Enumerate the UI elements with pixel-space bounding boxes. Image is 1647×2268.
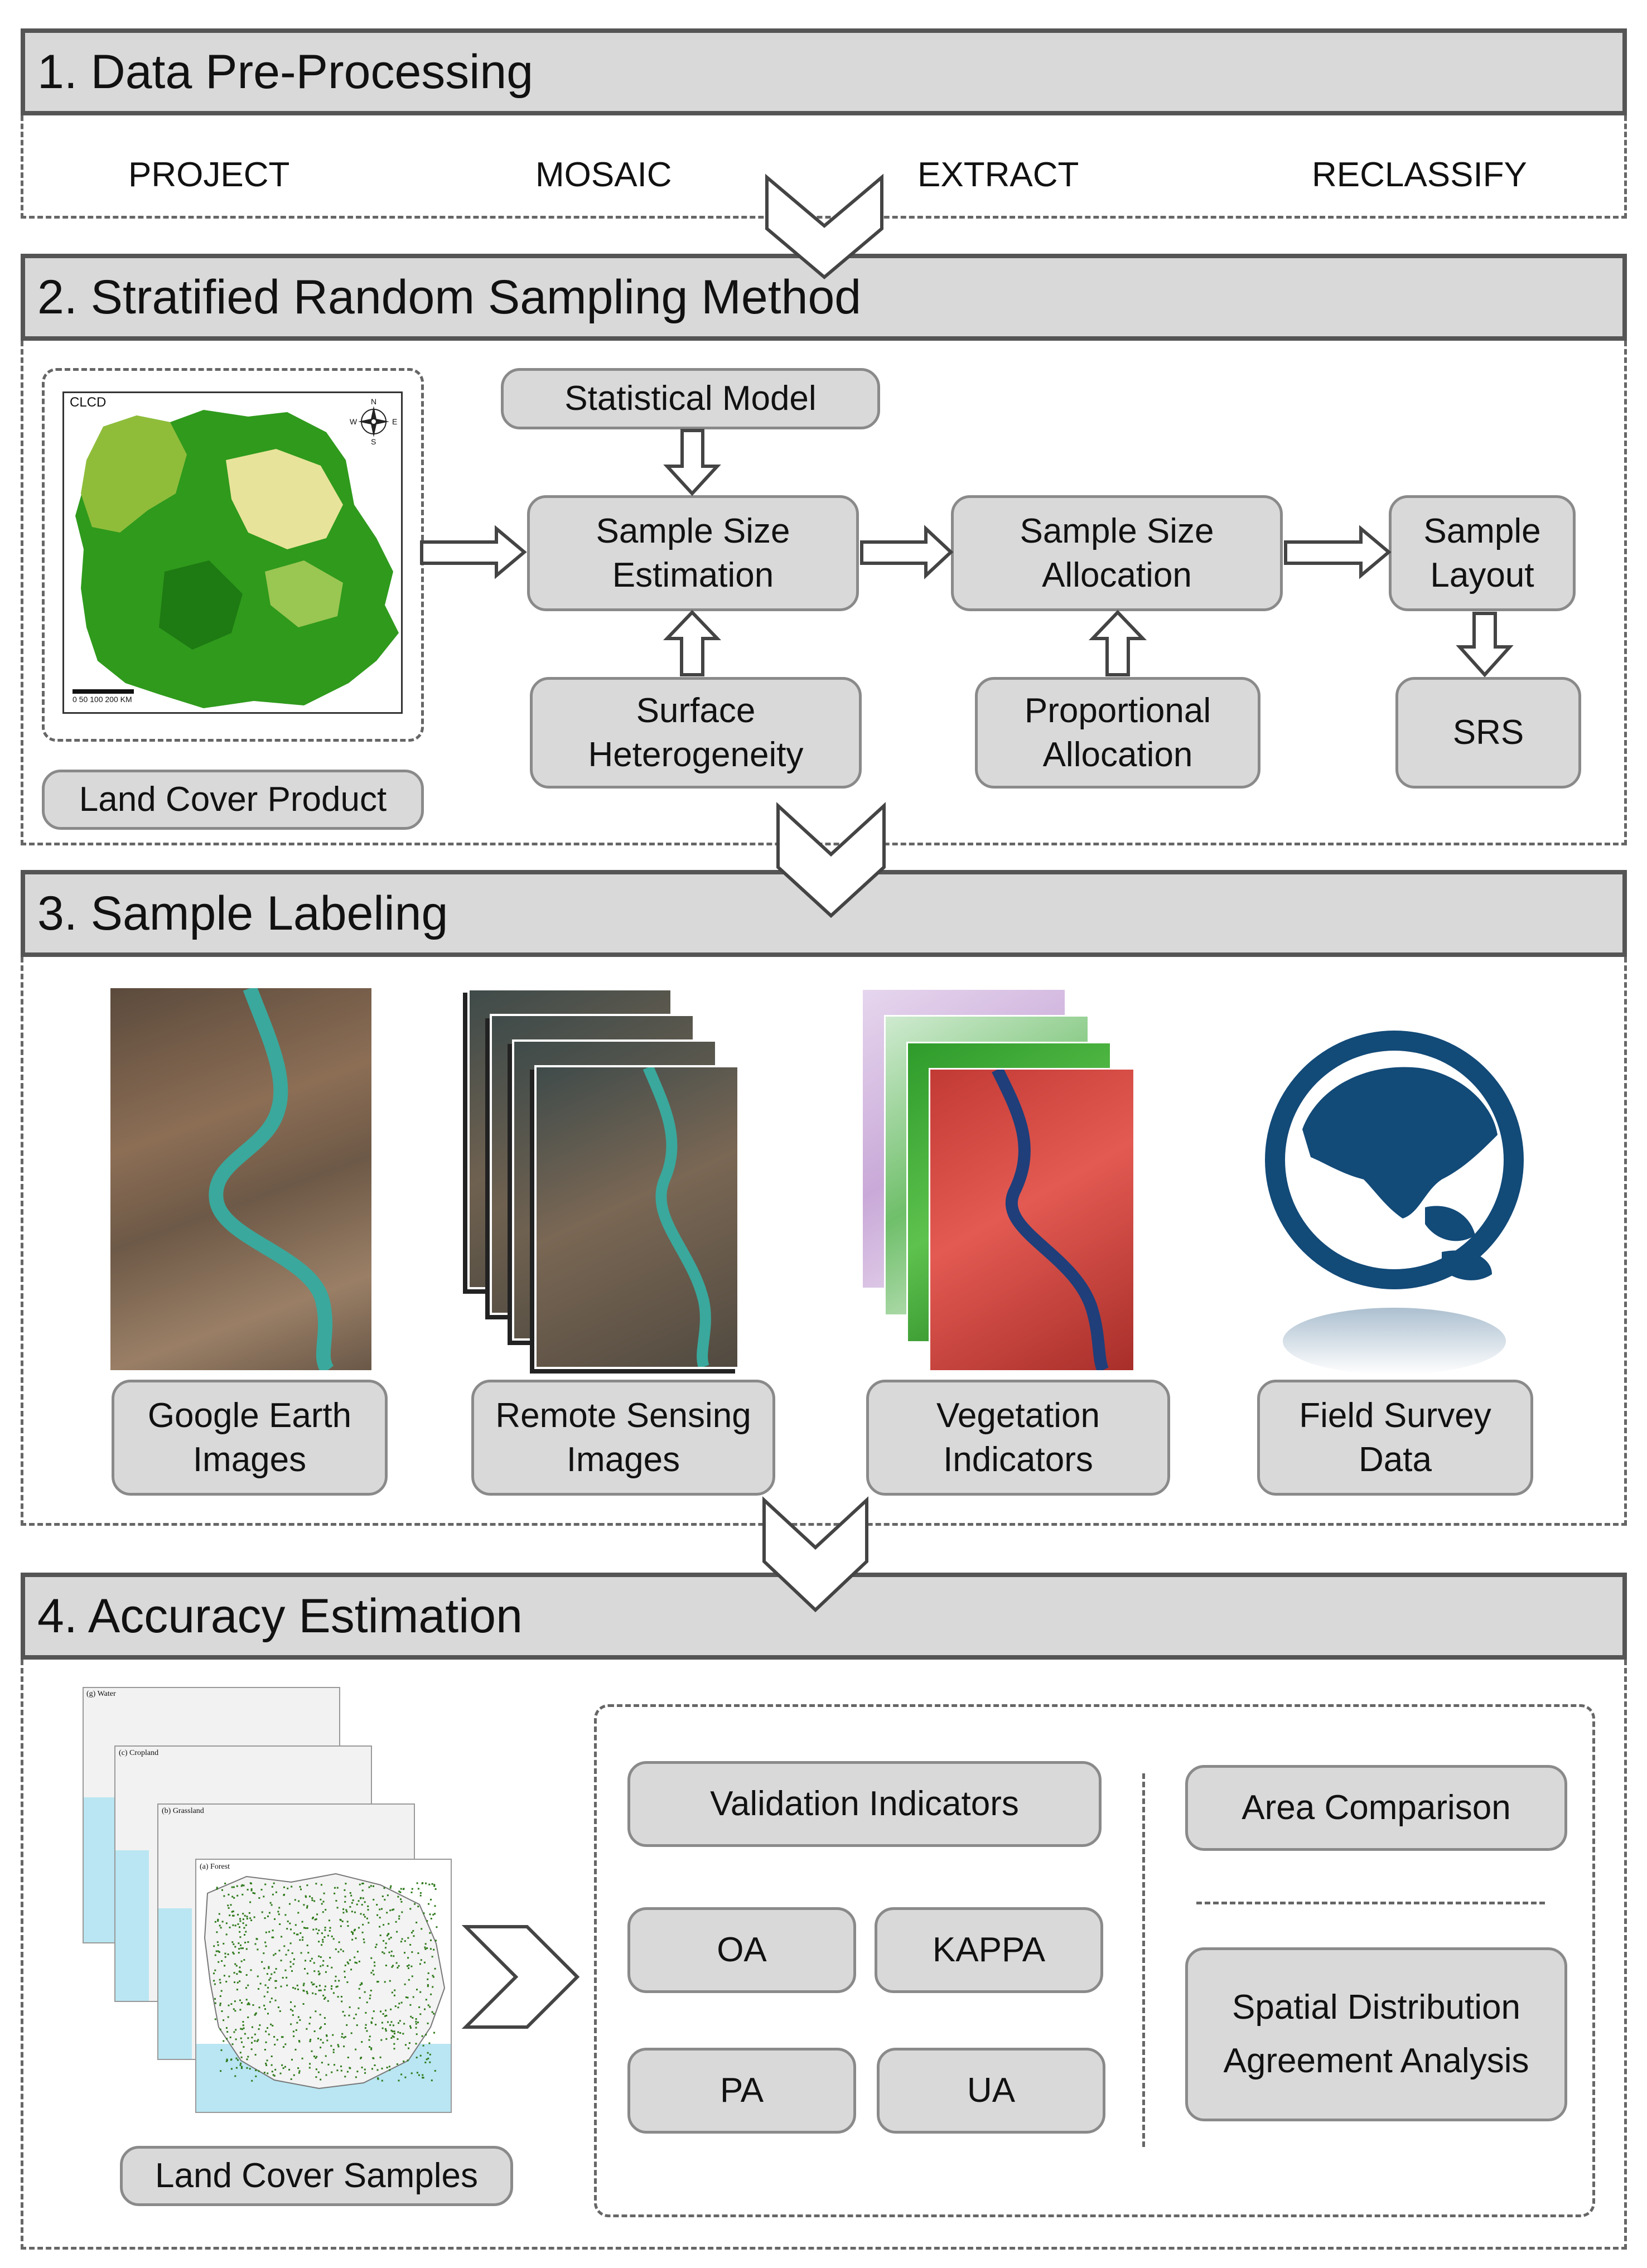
arrow-estimation-to-allocation (860, 525, 954, 579)
section-4-box (21, 1660, 1627, 2250)
sample-layout-box: Sample Layout (1389, 495, 1576, 611)
arrow-heterogeneity-to-estimation (663, 610, 722, 676)
section-2-title: 2. Stratified Random Sampling Method (37, 270, 862, 324)
oa-box: OA (627, 1907, 856, 1993)
forest-samples-graphic (196, 1873, 451, 2112)
proportional-allocation-box: Proportional Allocation (975, 677, 1260, 789)
map-title-label: CLCD (70, 395, 107, 410)
sample-map-cropland-label: (c) Cropland (119, 1749, 159, 1757)
compass-n: N (371, 397, 377, 406)
land-cover-map-graphic (75, 410, 399, 708)
compass-s: S (371, 437, 376, 446)
sample-map-grassland-label: (b) Grassland (162, 1807, 204, 1815)
remote-sensing-images-label: Remote Sensing Images (471, 1380, 775, 1496)
compass-rose-icon: N W E S (350, 397, 397, 446)
spatial-distribution-box: Spatial Distribution Agreement Analysis (1185, 1947, 1567, 2121)
sample-map-forest (195, 1859, 452, 2113)
section-1-header: 1. Data Pre-Processing (21, 28, 1627, 115)
arrow-allocation-to-layout (1284, 525, 1392, 579)
map-region-grassland (226, 449, 343, 549)
step-project: PROJECT (128, 156, 290, 194)
pa-box: PA (627, 2048, 856, 2134)
map-scale-label: 0 50 100 200 KM (73, 695, 132, 704)
google-earth-images-label: Google Earth Images (112, 1380, 388, 1496)
remote-sensing-layer-4 (534, 1065, 740, 1369)
map-scale-bar: 0 50 100 200 KM (73, 689, 134, 704)
arrow-model-to-estimation (663, 429, 721, 496)
section-3-title: 3. Sample Labeling (37, 887, 448, 940)
vegetation-indicators-label: Vegetation Indicators (866, 1380, 1170, 1496)
section-2-box (21, 341, 1627, 845)
down-chevron-3-4 (762, 1496, 868, 1613)
step-mosaic: MOSAIC (535, 156, 672, 194)
sample-map-water-label: (g) Water (86, 1690, 116, 1698)
section-4-title: 4. Accuracy Estimation (37, 1589, 523, 1643)
section-1-box (21, 115, 1627, 219)
accuracy-metrics-panel (594, 1704, 1595, 2217)
srs-box: SRS (1395, 677, 1581, 789)
arrow-map-to-estimation (420, 525, 527, 579)
surface-heterogeneity-box: Surface Heterogeneity (530, 677, 862, 789)
map-region-dark-forest (159, 560, 243, 650)
step-reclassify: RECLASSIFY (1312, 156, 1527, 194)
section-3-box (21, 957, 1627, 1526)
field-survey-data-label: Field Survey Data (1257, 1380, 1533, 1496)
sample-map-forest-label: (a) Forest (200, 1863, 230, 1871)
sample-size-allocation-box: Sample Size Allocation (951, 495, 1283, 611)
validation-indicators-box: Validation Indicators (627, 1761, 1102, 1847)
right-chevron-samples (461, 1925, 580, 2029)
ua-box: UA (877, 2048, 1105, 2134)
horizontal-divider (1196, 1902, 1545, 1904)
globe-icon (1258, 1023, 1531, 1380)
compass-w: W (350, 417, 358, 426)
map-region-cropland (265, 560, 343, 627)
river-graphic (209, 985, 334, 1375)
sample-size-estimation-box: Sample Size Estimation (527, 495, 859, 611)
google-earth-image (110, 985, 371, 1375)
land-cover-map (62, 391, 403, 714)
statistical-model-box: Statistical Model (501, 368, 880, 429)
compass-e: E (392, 417, 398, 426)
section-1-title: 1. Data Pre-Processing (37, 45, 534, 99)
kappa-box: KAPPA (875, 1907, 1103, 1993)
vegetation-layer-4 (929, 1067, 1135, 1374)
map-region-plateau (81, 415, 187, 533)
step-extract: EXTRACT (917, 156, 1079, 194)
arrow-proportional-to-allocation (1088, 610, 1147, 676)
down-chevron-2-3 (776, 802, 886, 918)
land-cover-samples-label: Land Cover Samples (120, 2146, 513, 2206)
area-comparison-box: Area Comparison (1185, 1765, 1567, 1851)
arrow-layout-to-srs (1456, 612, 1514, 678)
vertical-divider (1142, 1773, 1145, 2147)
land-cover-product-label: Land Cover Product (42, 770, 424, 830)
down-chevron-1-2 (765, 173, 883, 279)
